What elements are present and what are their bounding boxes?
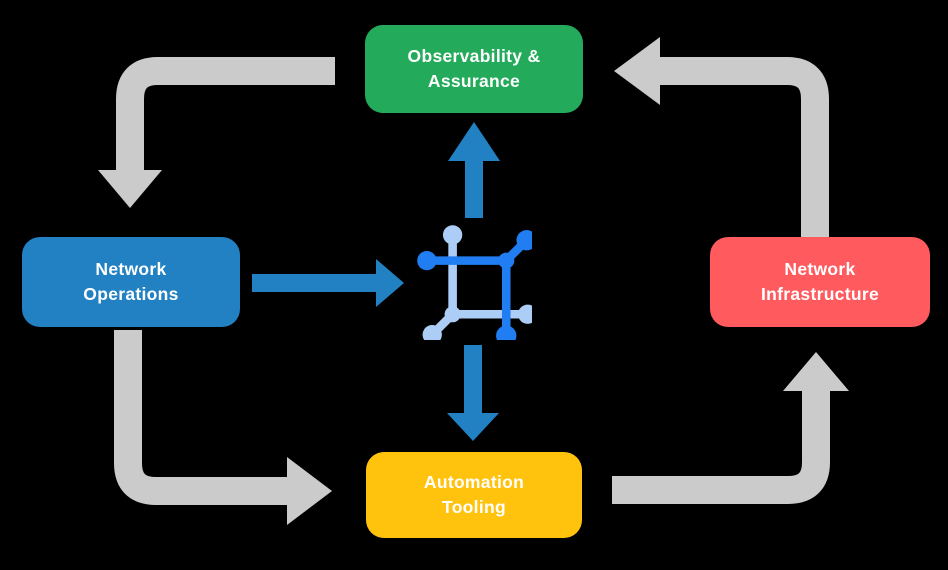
arrow-head xyxy=(98,170,162,208)
node-observability-assurance: Observability & Assurance xyxy=(365,25,583,113)
arrow-head xyxy=(783,352,849,391)
icon-nodes xyxy=(417,225,532,340)
node-label: Network Operations xyxy=(83,258,179,304)
node-label: Observability & Assurance xyxy=(407,45,541,91)
arrow-operations-to-automation xyxy=(114,330,332,525)
arrow-infrastructure-to-observability xyxy=(614,37,829,240)
arrow-shaft xyxy=(116,57,335,172)
arrow-shaft xyxy=(612,389,830,504)
node-label: Network Infrastructure xyxy=(761,258,879,304)
node-label: Automation Tooling xyxy=(423,471,525,517)
arrow-head xyxy=(287,457,332,525)
arrow-head xyxy=(447,413,499,441)
arrow-center-to-automation xyxy=(447,345,499,441)
arrow-shaft xyxy=(114,330,289,505)
arrow-head xyxy=(448,122,500,161)
node-automation-tooling: Automation Tooling xyxy=(366,452,582,538)
arrow-operations-to-center xyxy=(252,259,404,307)
arrow-center-to-observability xyxy=(448,122,500,218)
node-network-infrastructure: Network Infrastructure xyxy=(710,237,930,327)
node-network-operations: Network Operations xyxy=(22,237,240,327)
arrow-observability-to-operations xyxy=(98,57,335,208)
network-automation-icon xyxy=(417,225,532,340)
arrow-automation-to-infrastructure xyxy=(612,352,849,504)
arrow-head xyxy=(614,37,660,105)
arrow-shaft xyxy=(658,57,829,240)
arrow-head xyxy=(376,259,404,307)
